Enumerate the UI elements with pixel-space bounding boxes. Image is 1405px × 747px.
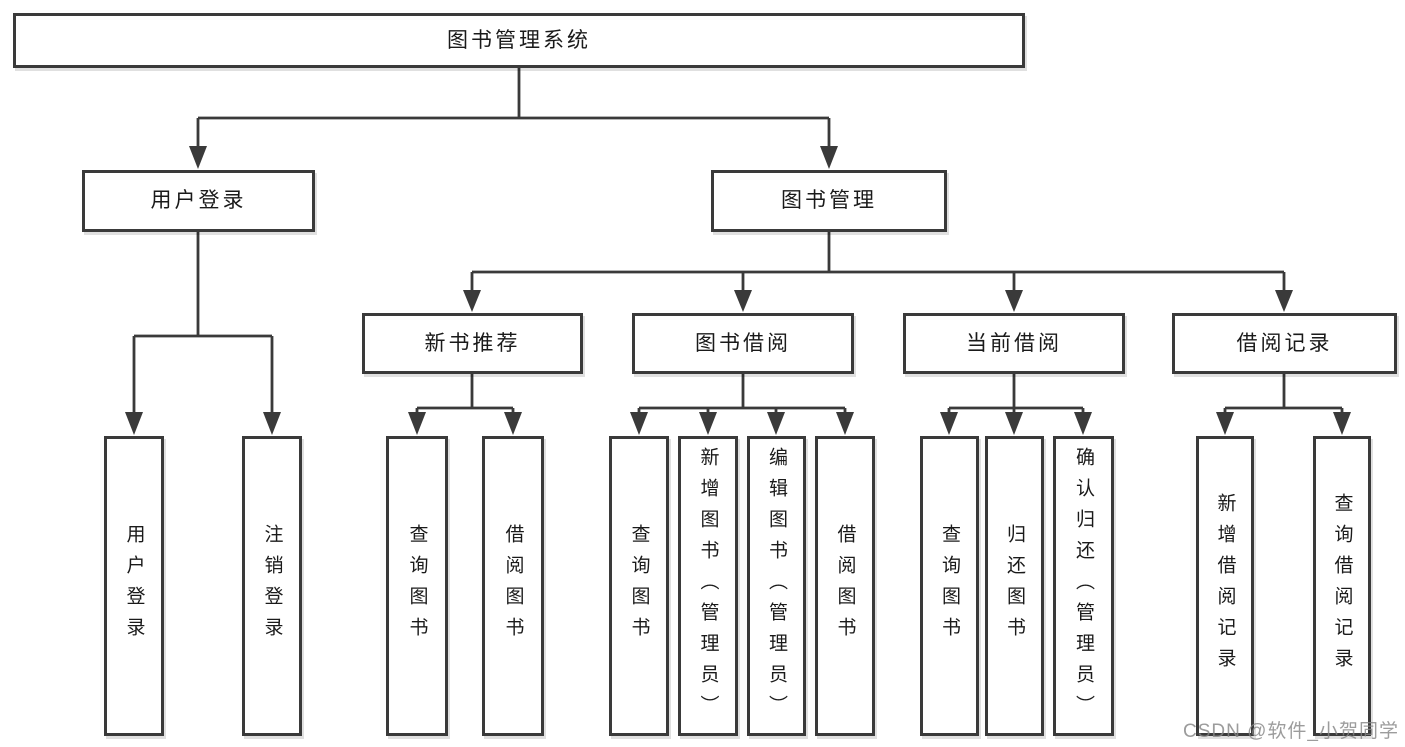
node-borrow-records: 借阅记录	[1172, 313, 1397, 374]
leaf-user-login: 用户登录	[104, 436, 164, 736]
leaf-newbooks-query-books: 查询图书	[386, 436, 448, 736]
leaf-add-book-admin: 新增图书（管理员）	[678, 436, 738, 736]
node-book-borrow-label: 图书借阅	[695, 331, 791, 355]
arrowhead	[630, 412, 648, 435]
leaf-current-query-books-label: 查询图书	[939, 524, 960, 648]
leaf-newbooks-query-books-label: 查询图书	[406, 524, 428, 648]
node-user-login: 用户登录	[82, 170, 315, 232]
leaf-newbooks-borrow-books: 借阅图书	[482, 436, 544, 736]
leaf-logout: 注销登录	[242, 436, 302, 736]
node-new-book-recommend-label: 新书推荐	[424, 331, 521, 355]
arrowhead	[189, 146, 207, 169]
arrowhead	[125, 412, 143, 435]
leaf-add-borrow-record: 新增借阅记录	[1196, 436, 1254, 736]
arrowhead	[734, 290, 752, 312]
node-borrow-records-label: 借阅记录	[1236, 331, 1333, 355]
connector-userlogin-to-leaves	[125, 232, 281, 435]
connector-newbooks-to-leaves	[408, 374, 522, 435]
leaf-add-borrow-record-label: 新增借阅记录	[1214, 493, 1236, 679]
leaf-return-books-label: 归还图书	[1004, 524, 1025, 648]
leaf-borrow-borrow-books: 借阅图书	[815, 436, 875, 736]
node-root: 图书管理系统	[13, 13, 1025, 68]
arrowhead	[836, 412, 854, 435]
connector-records-to-leaves	[1216, 374, 1351, 435]
node-root-label: 图书管理系统	[447, 28, 591, 52]
connector-currentborrow-to-leaves	[940, 374, 1092, 435]
leaf-add-book-admin-label: 新增图书（管理员）	[697, 446, 719, 726]
leaf-confirm-return-admin: 确认归还（管理员）	[1053, 436, 1114, 736]
arrowhead	[940, 412, 958, 435]
leaf-user-login-label: 用户登录	[123, 524, 145, 648]
connector-bookmgmt-to-level3	[463, 232, 1293, 312]
arrowhead	[1275, 290, 1293, 312]
arrowhead	[1005, 290, 1023, 312]
arrowhead	[1074, 412, 1092, 435]
watermark: CSDN @软件_小贺同学	[1183, 721, 1399, 742]
leaf-edit-book-admin-label: 编辑图书（管理员）	[766, 446, 787, 726]
connector-root-to-level2	[189, 68, 838, 169]
leaf-borrow-borrow-books-label: 借阅图书	[834, 524, 856, 648]
node-current-borrow-label: 当前借阅	[966, 331, 1062, 355]
arrowhead	[1333, 412, 1351, 435]
leaf-newbooks-borrow-books-label: 借阅图书	[502, 524, 524, 648]
leaf-edit-book-admin: 编辑图书（管理员）	[747, 436, 806, 736]
leaf-confirm-return-admin-label: 确认归还（管理员）	[1073, 446, 1094, 726]
leaf-query-borrow-record-label: 查询借阅记录	[1331, 493, 1353, 679]
arrowhead	[1005, 412, 1023, 435]
leaf-query-borrow-record: 查询借阅记录	[1313, 436, 1371, 736]
arrowhead	[463, 290, 481, 312]
arrowhead	[1216, 412, 1234, 435]
arrowhead	[504, 412, 522, 435]
node-user-login-label: 用户登录	[150, 189, 247, 213]
node-new-book-recommend: 新书推荐	[362, 313, 583, 374]
leaf-return-books: 归还图书	[985, 436, 1044, 736]
arrowhead	[820, 146, 838, 169]
connector-bookborrow-to-leaves	[630, 374, 854, 435]
node-current-borrow: 当前借阅	[903, 313, 1125, 374]
leaf-borrow-query-books-label: 查询图书	[628, 524, 650, 648]
leaf-borrow-query-books: 查询图书	[609, 436, 669, 736]
leaf-logout-label: 注销登录	[261, 524, 283, 648]
arrowhead	[263, 412, 281, 435]
node-book-borrow: 图书借阅	[632, 313, 854, 374]
arrowhead	[408, 412, 426, 435]
arrowhead	[699, 412, 717, 435]
node-book-management: 图书管理	[711, 170, 947, 232]
leaf-current-query-books: 查询图书	[920, 436, 979, 736]
arrowhead	[767, 412, 785, 435]
node-book-management-label: 图书管理	[781, 189, 877, 213]
